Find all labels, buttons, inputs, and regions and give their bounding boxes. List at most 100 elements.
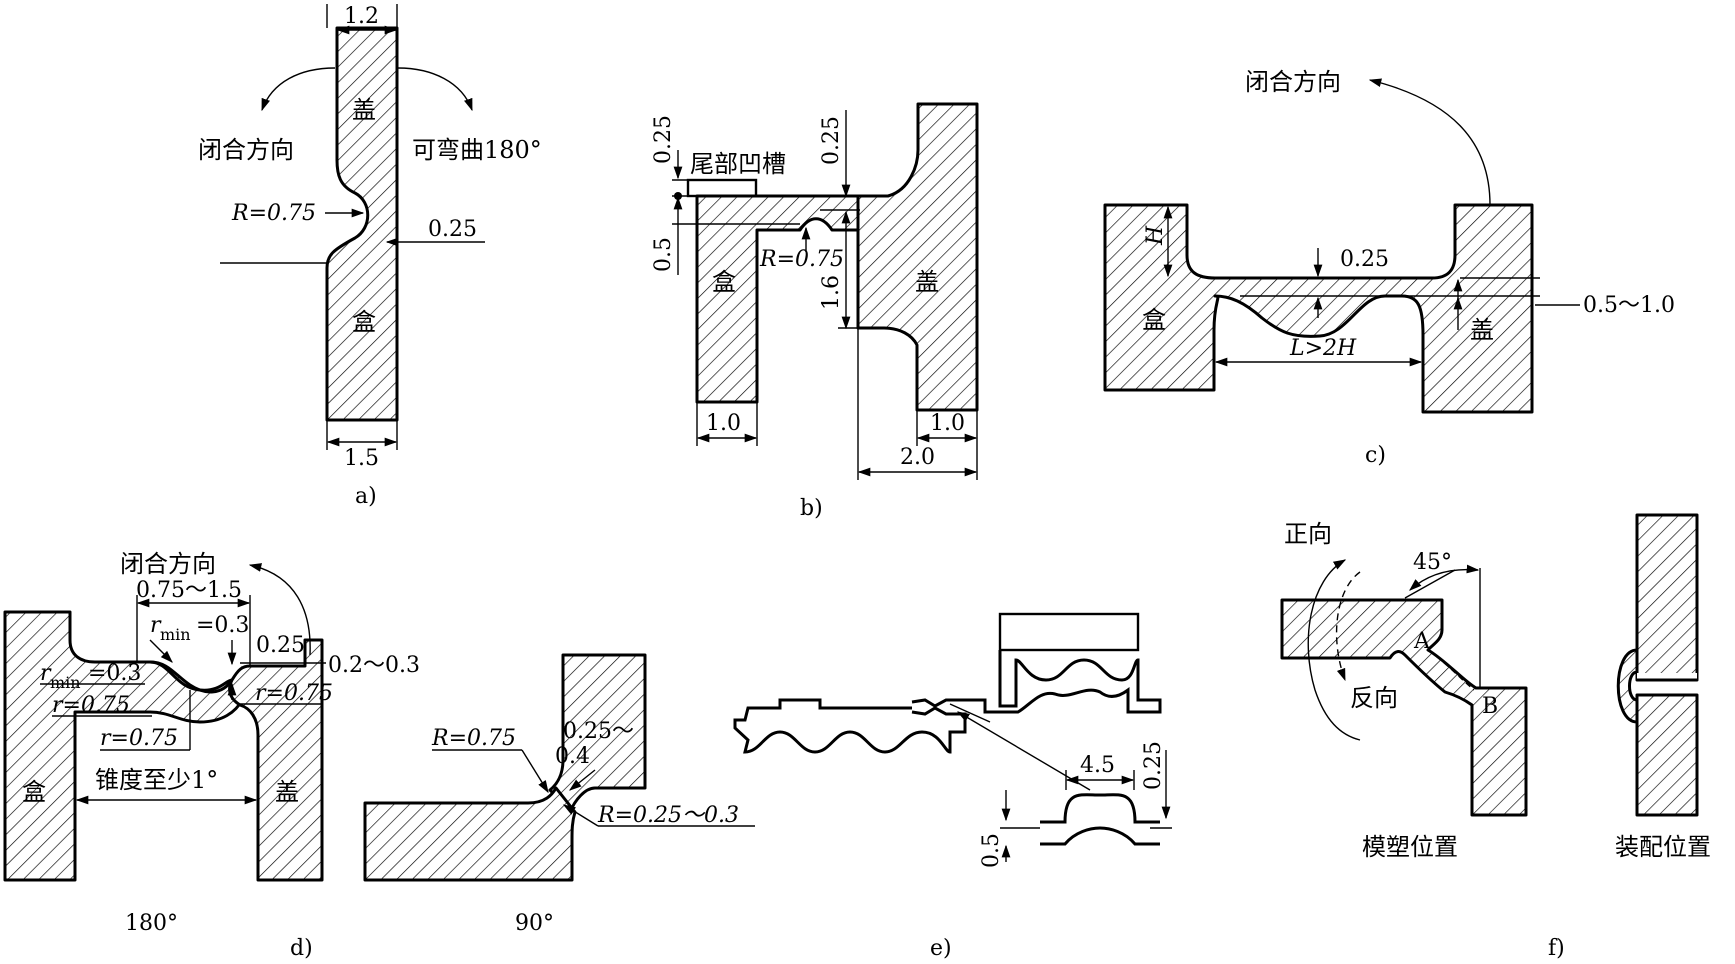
panel-f-hinge-dash <box>1427 649 1475 691</box>
panel-d-rmin-b-sub: min <box>50 673 81 692</box>
panel-b-box <box>695 194 860 404</box>
panel-f-assembled-hinge <box>1616 648 1639 724</box>
panel-d-rmin-b-val: =0.3 <box>88 661 141 686</box>
panel-d90-r-big: R=0.75 <box>431 726 516 751</box>
panel-c-close-direction: 闭合方向 <box>1245 68 1341 96</box>
panel-d-range-a: 0.75～1.5 <box>136 578 242 603</box>
panel-a-bend-arrow <box>397 67 473 112</box>
panel-d-thickness: 0.25 <box>256 633 305 658</box>
panel-d-close-arrow <box>248 563 311 656</box>
panel-f-assembled-label: 装配位置 <box>1615 833 1711 861</box>
panel-d-angle-90: 90° <box>515 911 554 936</box>
panel-f-angle-arc <box>1409 564 1480 591</box>
panel-d90-r-range: 0.25～ <box>563 719 634 744</box>
panel-b-lid <box>856 102 979 412</box>
panel-d-box-label: 盒 <box>22 778 46 806</box>
panel-f-caption: f) <box>1548 936 1565 961</box>
panel-f-forward: 正向 <box>1284 520 1332 548</box>
panel-a-box-label: 盒 <box>352 308 376 336</box>
panel-e-box-wave <box>733 698 967 754</box>
panel-d-r3: r=0.75 <box>255 681 333 706</box>
panel-b-dim-20-text: 2.0 <box>900 445 935 470</box>
panel-d-lid-label: 盖 <box>275 778 299 806</box>
panel-f-assembled-upper <box>1635 513 1699 682</box>
panel-f-reverse-arrow <box>1335 571 1361 682</box>
panel-d-taper: 锥度至少1° <box>95 766 218 794</box>
panel-d-rmin-b: r <box>40 661 52 686</box>
panel-b-box-label: 盒 <box>712 268 736 296</box>
panel-e-lid-top <box>998 612 1140 652</box>
panel-a-close-direction: 闭合方向 <box>198 136 294 164</box>
panel-d-lid <box>228 638 324 882</box>
panel-a-bottom-width: 1.5 <box>344 446 379 471</box>
panel-a-lid-label: 盖 <box>352 96 376 124</box>
panel-a-radius: R=0.75 <box>231 201 316 226</box>
panel-f-reverse: 反向 <box>1350 684 1398 712</box>
panel-f-point-a: A <box>1413 629 1431 654</box>
panel-f-assembled-lower <box>1635 693 1699 817</box>
panel-a-caption: a) <box>355 484 377 509</box>
panel-d-r1: r=0.75 <box>52 693 130 718</box>
panel-e-height: 0.5 <box>979 833 1004 868</box>
panel-d-angle-180: 180° <box>125 911 178 936</box>
panel-c-caption: c) <box>1365 443 1386 468</box>
panel-d-close-direction: 闭合方向 <box>120 550 216 578</box>
panel-c-lid-label: 盖 <box>1470 316 1494 344</box>
panel-b-dim-05-text: 0.5 <box>651 237 676 272</box>
panel-d90-r-range-arrow <box>569 769 596 791</box>
panel-d-rmin-a-leader <box>149 639 173 663</box>
panel-f-angle: 45° <box>1413 550 1452 575</box>
panel-b-groove-block <box>686 178 758 198</box>
panel-a: 1.2 1.5 R=0.75 0.25 闭合方向 可弯曲180° 盖 盒 a) <box>198 4 542 509</box>
panel-c-close-arrow <box>1368 78 1491 206</box>
panel-d-range-b: 0.2～0.3 <box>328 653 420 678</box>
panel-d-180: 盒 盖 锥度至少1° 0.75～1.5 闭合方向 r min =0.3 r mi… <box>3 550 420 936</box>
panel-a-close-arrow <box>261 67 336 112</box>
panel-d-hinge-web <box>149 660 233 692</box>
panel-f: A B 45° 正向 反向 模塑位置 装配位置 f) <box>1280 513 1711 961</box>
panel-f-point-b: B <box>1482 694 1498 719</box>
panel-d90-r-range2: 0.4 <box>555 744 590 769</box>
panel-e-lid-wave <box>911 650 1162 714</box>
panel-e-detail-top <box>1040 793 1160 824</box>
panel-c-l: L>2H <box>1289 336 1357 361</box>
panel-e: 4.5 0.25 0.5 e) <box>733 612 1172 961</box>
panel-b-caption: b) <box>800 496 823 521</box>
panel-b-dim-10b-text: 1.0 <box>930 411 965 436</box>
panel-b-dim-16-text: 1.6 <box>819 275 844 310</box>
panel-b-dim-025b-text: 0.25 <box>819 116 844 165</box>
panel-e-pointer-arrow <box>956 711 1091 791</box>
panel-d-r2: r=0.75 <box>100 726 178 751</box>
panel-c: 盒 盖 H 0.25 0.5～1.0 L>2H 闭合方向 c) <box>1103 68 1675 468</box>
panel-b-radius: R=0.75 <box>759 247 844 272</box>
panel-d-box <box>3 610 244 882</box>
panel-b-lid-label: 盖 <box>915 268 939 296</box>
panel-b: 盒 盖 尾部凹槽 0.25 0.5 0.25 1.6 R=0.75 1.0 1.… <box>651 102 979 521</box>
panel-d-rmin-a: r <box>150 613 162 638</box>
panel-f-forward-arrow <box>1307 559 1361 741</box>
panel-d90-r-small: R=0.25～0.3 <box>597 803 739 828</box>
panel-d-rmin-a-val: =0.3 <box>196 613 249 638</box>
panel-a-bend-label: 可弯曲180° <box>412 136 542 164</box>
panel-f-molded-label: 模塑位置 <box>1362 833 1458 861</box>
panel-f-molded-part <box>1280 598 1528 817</box>
panel-e-width: 4.5 <box>1080 753 1115 778</box>
panel-a-hinge-body <box>325 26 399 422</box>
panel-b-groove-label: 尾部凹槽 <box>690 150 786 178</box>
panel-e-detail-bottom <box>1040 826 1160 846</box>
panel-e-caption: e) <box>930 936 952 961</box>
panel-d90-r-big-arrow <box>521 749 549 794</box>
panel-e-thickness: 0.25 <box>1141 741 1166 790</box>
panel-b-dim-025a-text: 0.25 <box>651 115 676 164</box>
panel-c-h: H <box>1143 225 1168 246</box>
panel-a-thickness: 0.25 <box>428 217 477 242</box>
panel-d-caption: d) <box>290 936 313 961</box>
panel-c-box-label: 盒 <box>1142 306 1166 334</box>
panel-c-range: 0.5～1.0 <box>1583 293 1675 318</box>
panel-d90-box <box>363 786 577 882</box>
panel-a-top-width: 1.2 <box>344 4 379 29</box>
panel-b-dim-10a-text: 1.0 <box>706 411 741 436</box>
panel-d90-r-small-arrow <box>562 804 599 827</box>
